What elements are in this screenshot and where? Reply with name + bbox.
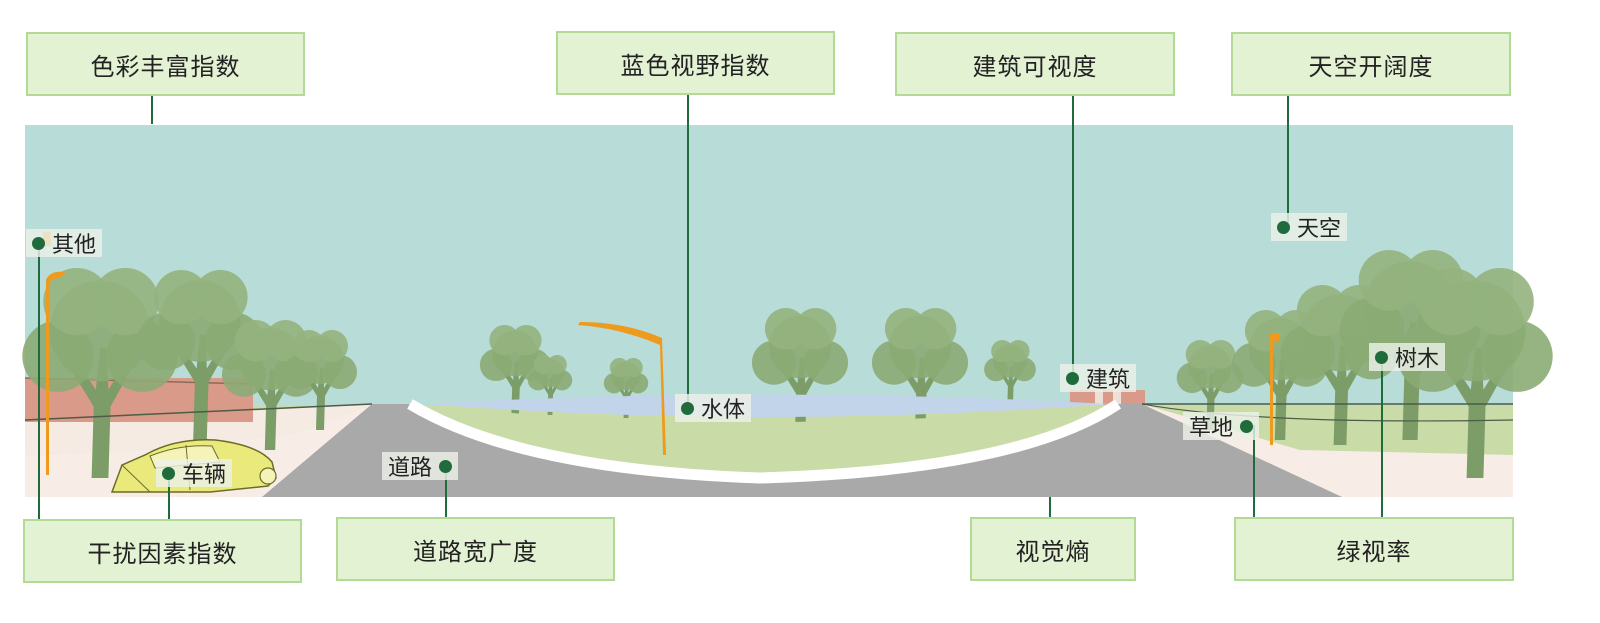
marker-dot-icon — [1375, 350, 1388, 364]
water-region — [425, 394, 1110, 417]
tag-vehicle: 车辆 — [156, 459, 233, 488]
tag-vehicle-label: 车辆 — [182, 463, 227, 488]
marker-dot-icon — [32, 236, 45, 250]
distant-buildings — [1070, 390, 1145, 405]
index-interference: 干扰因素指数 — [23, 519, 302, 583]
index-building-visibility: 建筑可视度 — [895, 32, 1175, 96]
lamp-right — [1270, 335, 1273, 445]
index-visual-entropy: 视觉熵 — [970, 517, 1136, 581]
tag-building-label: 建筑 — [1086, 368, 1131, 393]
tag-sky-label: 天空 — [1297, 217, 1342, 242]
tag-tree: 树木 — [1369, 343, 1446, 372]
index-sky-openness: 天空开阔度 — [1231, 32, 1511, 96]
lamp-left — [46, 271, 66, 475]
index-green-view: 绿视率 — [1234, 517, 1514, 581]
tag-water: 水体 — [675, 394, 752, 423]
marker-dot-icon — [439, 459, 453, 473]
tag-building: 建筑 — [1060, 364, 1137, 393]
marker-dot-icon — [1066, 371, 1079, 385]
leader-lines — [38, 95, 1383, 520]
index-road-width: 道路宽广度 — [336, 517, 615, 581]
tag-water-label: 水体 — [701, 398, 746, 423]
tag-other-label: 其他 — [52, 233, 97, 258]
right-sidewalk — [1142, 404, 1513, 497]
curb-line — [407, 399, 1122, 484]
marker-dot-icon — [162, 466, 175, 480]
road-region — [262, 404, 1342, 497]
index-blue-view: 蓝色视野指数 — [556, 31, 835, 95]
marker-dot-icon — [1277, 220, 1290, 234]
tag-tree-label: 树木 — [1395, 347, 1440, 372]
tag-sky: 天空 — [1271, 213, 1348, 242]
tag-road-label: 道路 — [388, 456, 433, 481]
tag-grass-label: 草地 — [1189, 416, 1234, 441]
marker-dot-icon — [1240, 419, 1254, 433]
tag-road: 道路 — [382, 452, 459, 481]
tag-grass: 草地 — [1183, 412, 1260, 441]
index-color-richness: 色彩丰富指数 — [26, 32, 305, 96]
tag-other: 其他 — [26, 229, 103, 258]
marker-dot-icon — [681, 401, 694, 415]
